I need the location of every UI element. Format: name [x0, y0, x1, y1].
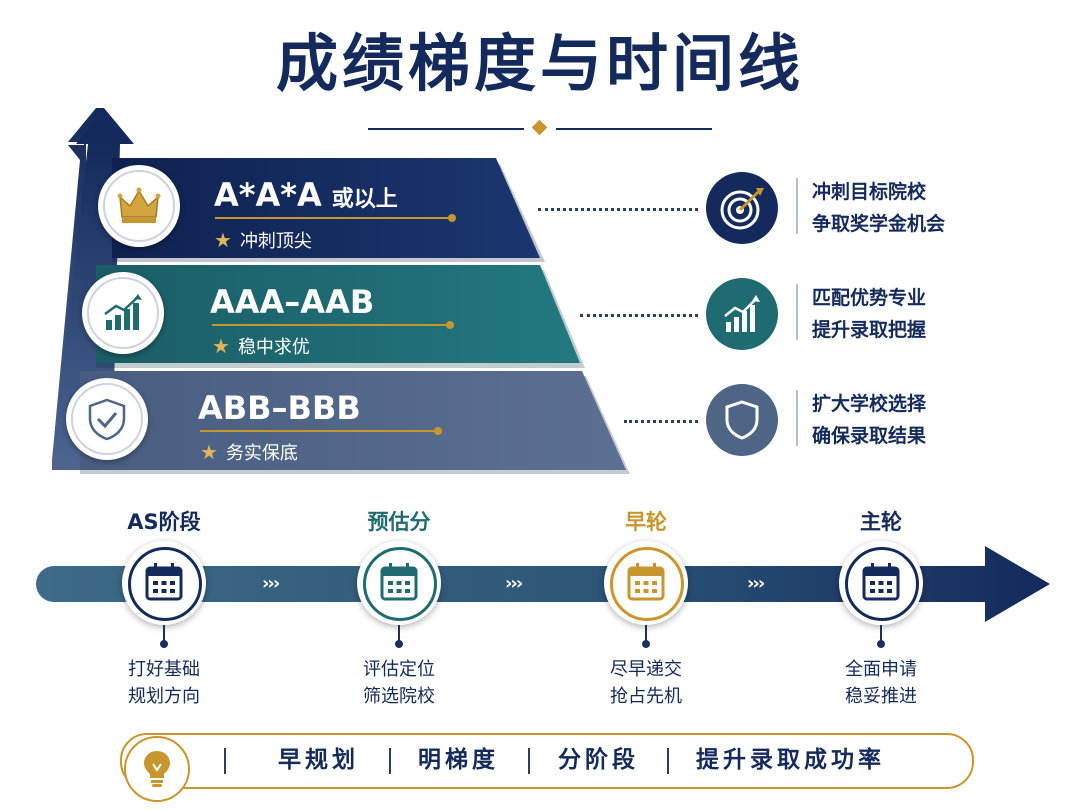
tier-3-side-text: 扩大学校选择确保录取结果 [812, 393, 927, 447]
calendar-icon [145, 563, 183, 601]
banner-separator-4 [667, 748, 669, 774]
tier-3-grade: ABB–BBB [198, 389, 361, 427]
summary-banner [120, 733, 974, 789]
stage-desc-early: 尽早递交抢占先机 [610, 659, 682, 707]
lightbulb-icon [144, 751, 170, 787]
stage-label-predicted: 预估分 [367, 510, 431, 534]
tier-1-side-text: 冲刺目标院校争取奖学金机会 [812, 181, 946, 235]
tier-band-3 [80, 371, 626, 470]
banner-separator-2 [389, 748, 391, 774]
calendar-icon [862, 563, 900, 601]
tier-2-tag: ★稳中求优 [212, 334, 310, 358]
stage-desc-main: 全面申请稳妥推进 [845, 659, 917, 707]
calendar-icon [627, 563, 665, 601]
stage-node-predicted [357, 541, 441, 625]
tier-3-badge [66, 378, 148, 460]
banner-separator-1 [224, 748, 226, 774]
stage-desc-predicted: 评估定位筛选院校 [363, 659, 435, 707]
page-title: 成绩梯度与时间线 [275, 27, 804, 100]
stage-label-as: AS阶段 [127, 510, 201, 534]
growth-chart-icon [724, 295, 760, 332]
stem-dot-main [877, 640, 885, 648]
title-rule-right [556, 128, 712, 130]
stem-predicted [398, 625, 400, 647]
stem-as [163, 625, 165, 647]
chevrons-2: ››› [505, 573, 523, 594]
chevrons-3: ››› [747, 573, 765, 594]
side-bar-1 [796, 178, 798, 234]
growth-chart-icon [104, 294, 142, 330]
stage-node-as [122, 541, 206, 625]
tier-2-side-circle [706, 278, 778, 350]
tier-band-1 [112, 158, 540, 258]
stage-desc-as: 打好基础规划方向 [128, 659, 200, 707]
target-icon [720, 188, 764, 230]
star-icon: ★ [214, 228, 232, 252]
star-icon: ★ [200, 440, 218, 464]
banner-item-2: 明梯度 [418, 747, 499, 773]
tier-2-grade: AAA–AAB [210, 283, 375, 321]
tier-1-side-circle [706, 172, 778, 244]
banner-item-1: 早规划 [278, 747, 359, 773]
timeline-arrow [36, 546, 1050, 622]
stem-dot-early [642, 640, 650, 648]
grade-tier-diagram [52, 108, 630, 474]
stem-main [880, 625, 882, 647]
stem-dot-as [160, 640, 168, 648]
tier-3-tag: ★务实保底 [200, 440, 298, 464]
lightbulb-badge [124, 736, 190, 802]
tier-1-tag: ★冲刺顶尖 [214, 228, 312, 252]
chevrons-1: ››› [262, 573, 280, 594]
tier-2-side-text: 匹配优势专业提升录取把握 [812, 287, 927, 341]
stage-label-early: 早轮 [625, 510, 667, 534]
stage-node-main [839, 541, 923, 625]
banner-separator-3 [528, 748, 530, 774]
tier-1-badge [98, 165, 180, 247]
banner-item-3: 分阶段 [558, 747, 639, 773]
shield-icon [725, 400, 759, 440]
title-rule-left [368, 128, 524, 130]
shield-check-icon [88, 398, 126, 441]
stem-dot-predicted [395, 640, 403, 648]
tier-2-badge [82, 272, 164, 354]
stage-node-early [604, 541, 688, 625]
side-bar-2 [796, 284, 798, 340]
side-bar-3 [796, 390, 798, 446]
tier-band-2 [96, 265, 580, 363]
calendar-icon [380, 563, 418, 601]
connector-1 [538, 208, 698, 211]
upward-arrow-head [76, 108, 134, 144]
banner-item-4: 提升录取成功率 [696, 747, 885, 773]
connector-2 [580, 314, 698, 317]
crown-icon [117, 187, 161, 223]
tier-3-side-circle [706, 384, 778, 456]
stage-label-main: 主轮 [860, 510, 902, 534]
star-icon: ★ [212, 334, 230, 358]
connector-3 [624, 420, 698, 423]
tier-1-grade-suffix: 或以上 [331, 187, 398, 212]
stem-early [645, 625, 647, 647]
